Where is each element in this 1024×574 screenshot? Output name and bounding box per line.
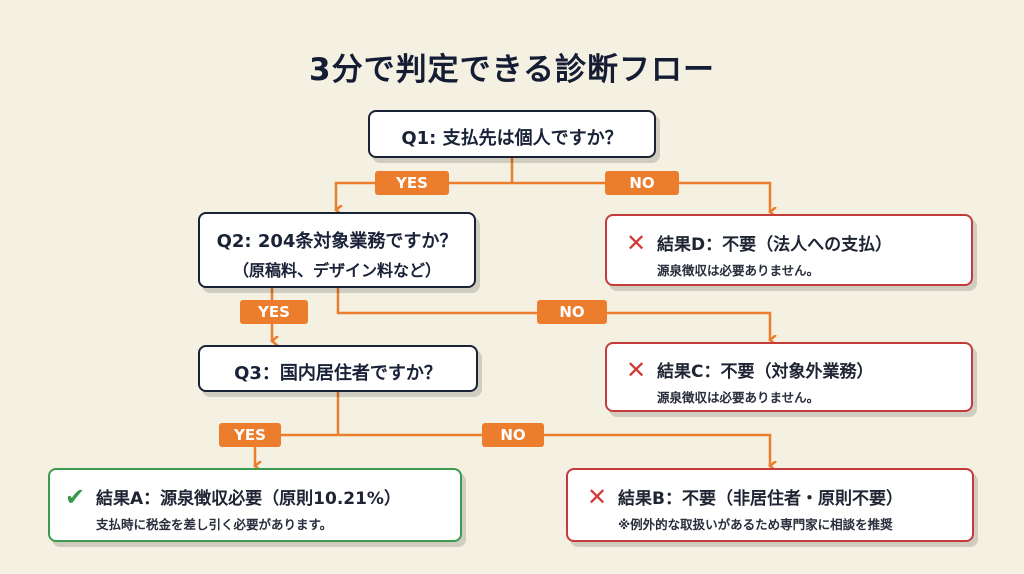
result-a: ✔ 結果A：源泉徴収必要（原則10.21%） 支払時に税金を差し引く必要がありま…: [48, 468, 462, 542]
result-a-desc: 支払時に税金を差し引く必要があります。: [96, 517, 333, 532]
result-c-desc: 源泉徴収は必要ありません。: [657, 390, 820, 405]
q2-yes-badge: YES: [240, 300, 308, 324]
result-d-title: 結果D：不要（法人への支払）: [657, 235, 893, 255]
q3-no-badge: NO: [482, 423, 544, 447]
q1-yes-badge: YES: [375, 171, 449, 195]
result-a-title: 結果A：源泉徴収必要（原則10.21%）: [96, 489, 401, 509]
result-c-title: 結果C：不要（対象外業務）: [657, 362, 874, 382]
result-c: ✕ 結果C：不要（対象外業務） 源泉徴収は必要ありません。: [605, 342, 973, 412]
question-q2-text: Q2: 204条対象業務ですか？: [216, 231, 458, 252]
x-icon: ✕: [625, 355, 647, 384]
question-q3-text: Q3：国内居住者ですか？: [234, 363, 442, 384]
x-icon: ✕: [625, 228, 647, 257]
check-icon: ✔: [64, 482, 86, 511]
q1-no-badge: NO: [605, 171, 679, 195]
q2-no-badge: NO: [537, 300, 607, 324]
page-title: 3分で判定できる診断フロー: [309, 52, 715, 88]
question-q2: Q2: 204条対象業務ですか？ （原稿料、デザイン料など）: [198, 212, 476, 288]
connector-q3-no: [338, 433, 770, 466]
q3-yes-badge: YES: [219, 423, 281, 447]
x-icon: ✕: [586, 482, 608, 511]
result-d: ✕ 結果D：不要（法人への支払） 源泉徴収は必要ありません。: [605, 214, 973, 286]
question-q1-text: Q1: 支払先は個人ですか？: [401, 128, 623, 149]
question-q2-note: （原稿料、デザイン料など）: [232, 261, 441, 280]
result-d-desc: 源泉徴収は必要ありません。: [657, 263, 820, 278]
question-q3: Q3：国内居住者ですか？: [198, 345, 478, 392]
result-b-title: 結果B：不要（非居住者・原則不要）: [618, 489, 903, 509]
connector-q1-no: [512, 181, 770, 212]
question-q1: Q1: 支払先は個人ですか？: [368, 110, 656, 158]
result-b: ✕ 結果B：不要（非居住者・原則不要） ※例外的な取扱いがあるため専門家に相談を…: [566, 468, 974, 542]
result-b-desc: ※例外的な取扱いがあるため専門家に相談を推奨: [618, 517, 893, 532]
connector-q1-yes: [336, 181, 512, 210]
